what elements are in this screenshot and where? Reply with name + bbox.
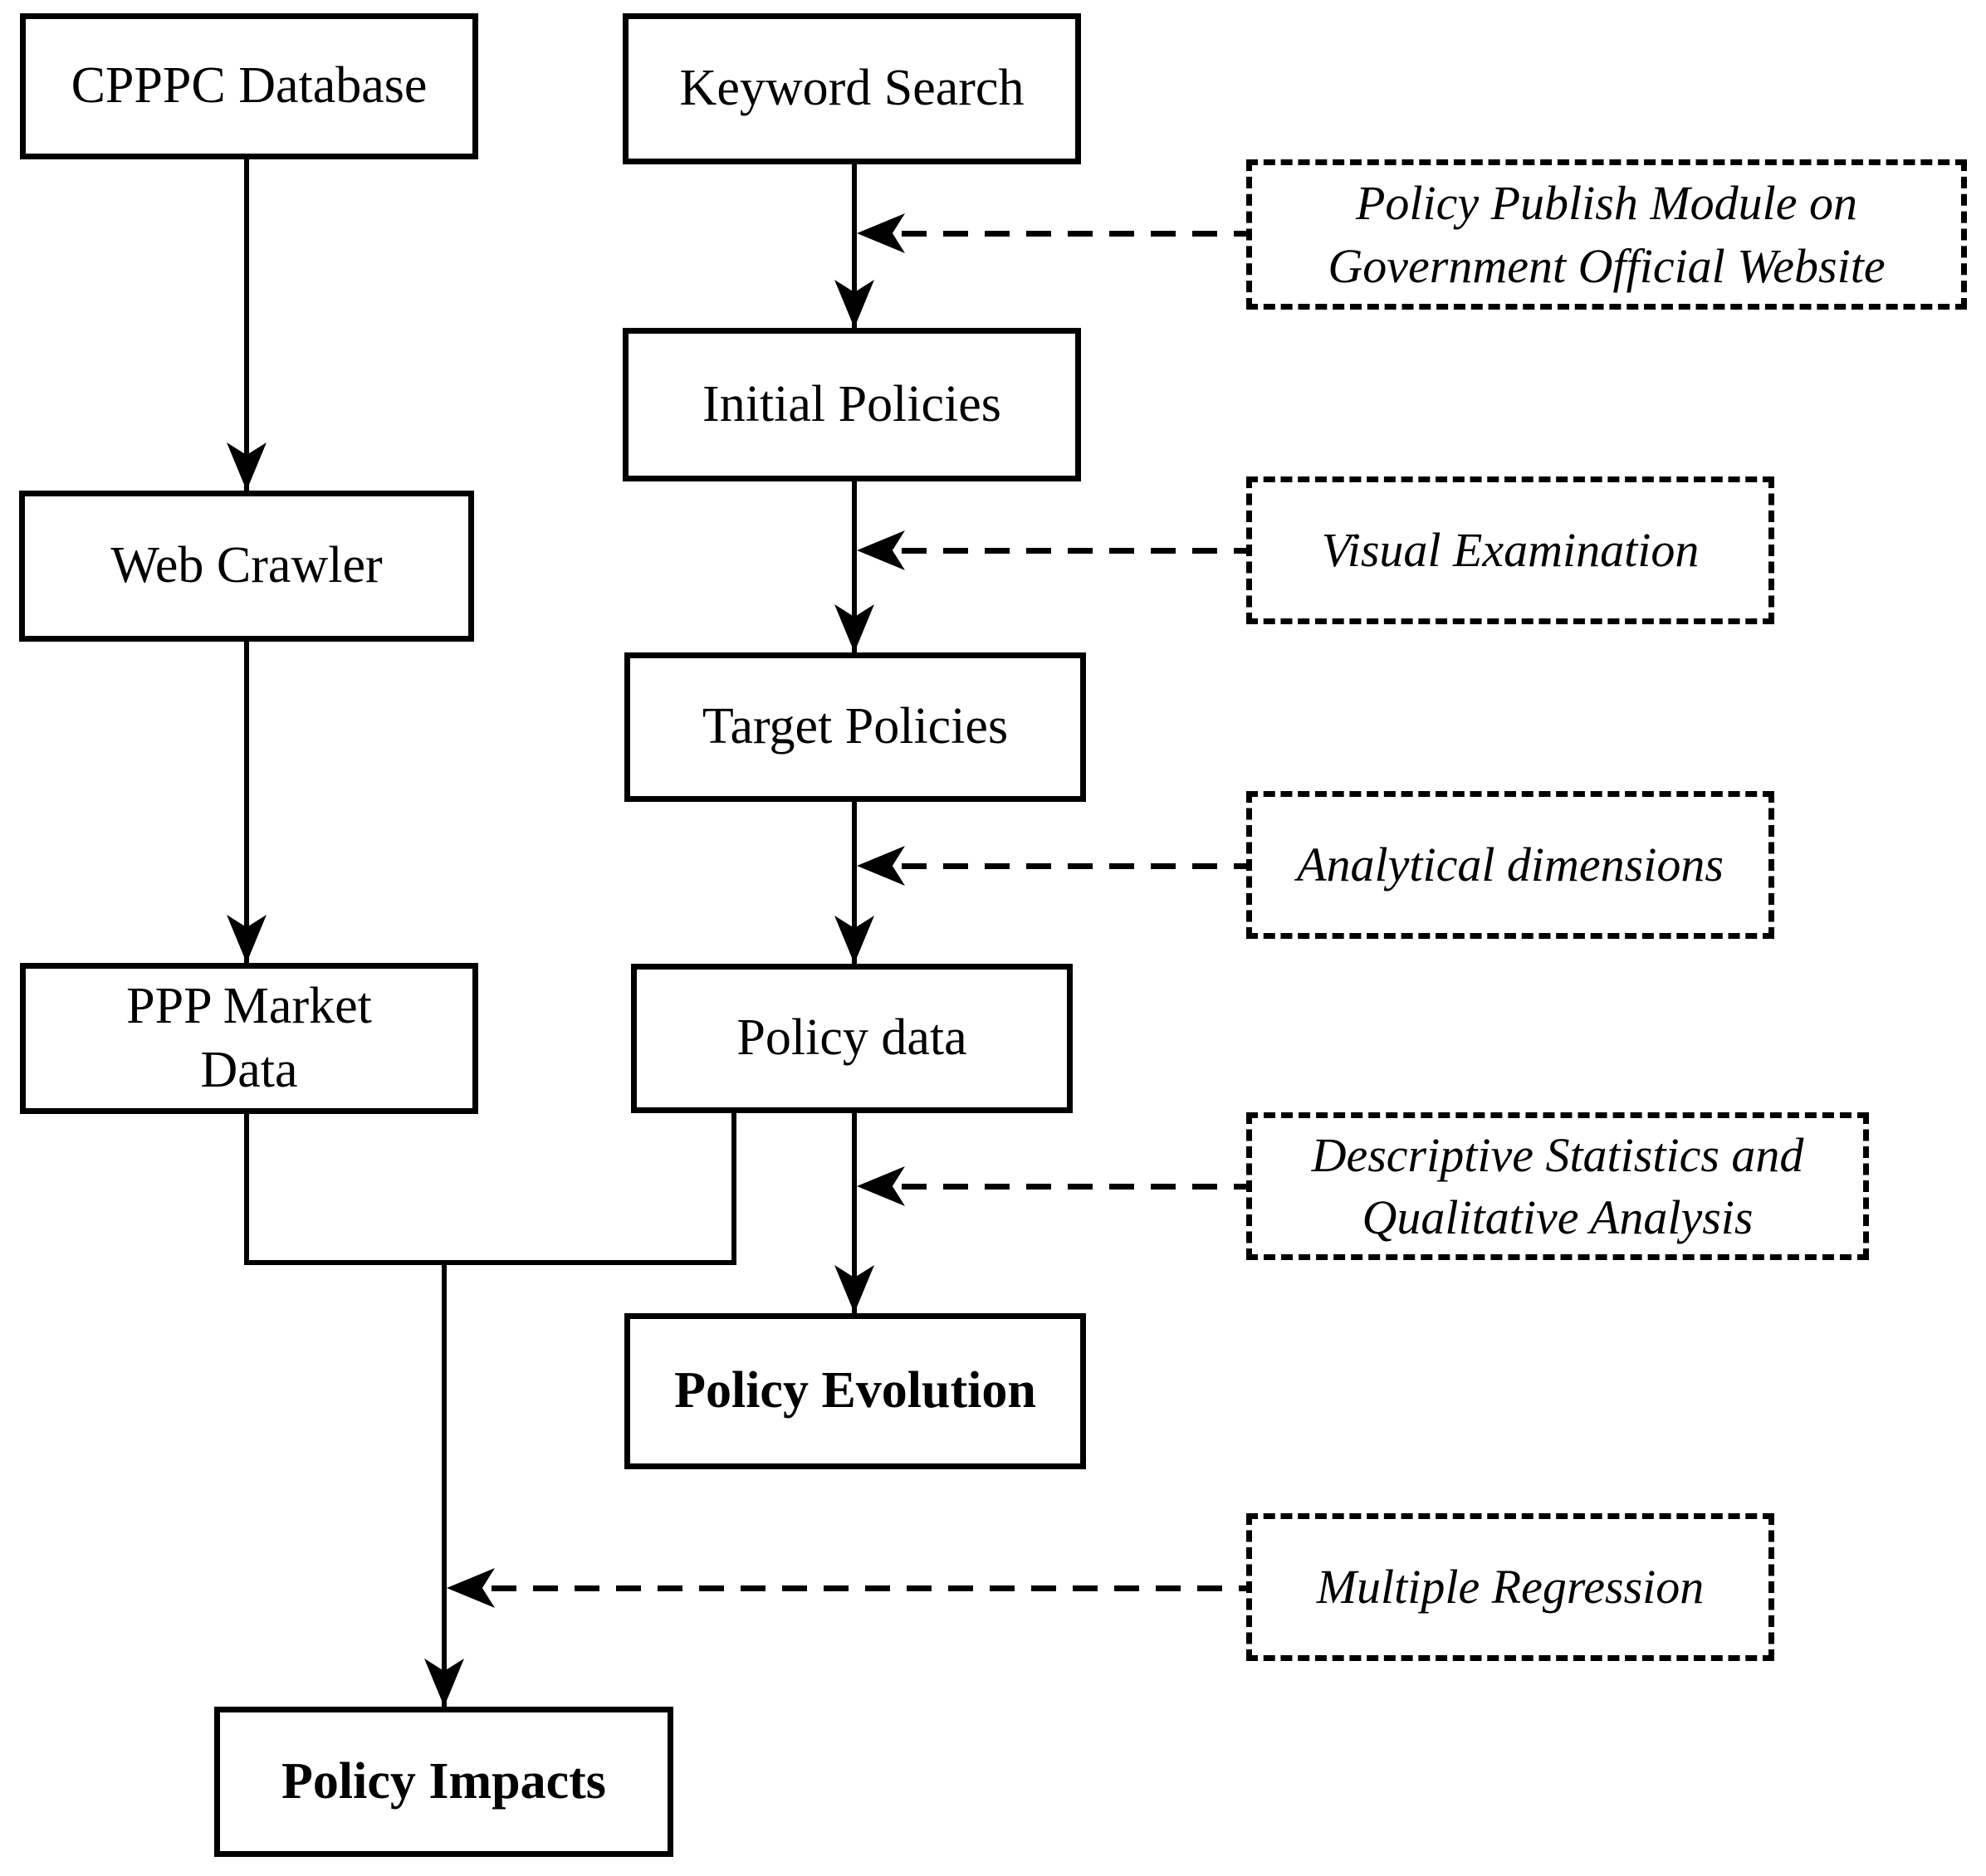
node-policy-evolution-label: Policy Evolution	[674, 1362, 1036, 1419]
node-keyword-search: Keyword Search	[623, 13, 1081, 164]
node-web-crawler-label: Web Crawler	[110, 537, 383, 594]
node-policy-data-label: Policy data	[736, 1009, 967, 1067]
node-initial-policies-label: Initial Policies	[702, 375, 1001, 432]
annotation-descriptive-statistics-label: Descriptive Statistics and Qualitative A…	[1311, 1127, 1804, 1244]
node-keyword-search-label: Keyword Search	[679, 60, 1025, 117]
node-initial-policies: Initial Policies	[623, 328, 1081, 481]
dashed-arrow-analytical-line	[902, 863, 1246, 869]
node-policy-data: Policy data	[631, 964, 1073, 1113]
node-target-policies-label: Target Policies	[702, 698, 1009, 755]
annotation-visual-examination-label: Visual Examination	[1321, 523, 1700, 578]
arrow-webcrawler-to-pppdata-line	[244, 642, 249, 963]
merge-horizontal-line	[244, 1260, 736, 1265]
node-policy-evolution: Policy Evolution	[624, 1313, 1086, 1469]
dashed-arrow-visualexam-line	[902, 548, 1246, 554]
annotation-analytical-dimensions: Analytical dimensions	[1246, 791, 1774, 939]
annotation-policy-publish-module: Policy Publish Module on Government Offi…	[1246, 159, 1967, 310]
node-cpppc-database: CPPPC Database	[20, 13, 478, 159]
arrow-initial-to-target-line	[852, 481, 857, 652]
merge-left-drop-line	[244, 1114, 249, 1265]
annotation-multiple-regression-label: Multiple Regression	[1316, 1560, 1705, 1615]
dashed-arrow-analytical-head-icon	[857, 846, 905, 886]
node-policy-impacts: Policy Impacts	[214, 1707, 673, 1857]
node-web-crawler: Web Crawler	[19, 491, 474, 642]
annotation-visual-examination: Visual Examination	[1246, 476, 1774, 624]
dashed-arrow-descriptive-head-icon	[857, 1166, 905, 1206]
arrow-cpppc-to-webcrawler-line	[244, 159, 249, 491]
node-cpppc-database-label: CPPPC Database	[71, 57, 428, 115]
dashed-arrow-policypublish-line	[902, 231, 1246, 237]
annotation-descriptive-statistics: Descriptive Statistics and Qualitative A…	[1246, 1112, 1869, 1260]
annotation-policy-publish-module-label: Policy Publish Module on Government Offi…	[1328, 176, 1886, 293]
arrow-keyword-to-initial-line	[852, 164, 857, 328]
node-target-policies: Target Policies	[624, 652, 1086, 802]
node-ppp-market-data: PPP Market Data	[20, 963, 478, 1114]
arrow-merge-to-impacts-line	[442, 1260, 447, 1707]
dashed-arrow-regression-line	[492, 1585, 1246, 1591]
arrow-policydata-to-evolution-line	[852, 1113, 857, 1313]
dashed-arrow-visualexam-head-icon	[857, 530, 905, 570]
arrow-target-to-policydata-line	[852, 802, 857, 964]
node-ppp-market-data-label: PPP Market Data	[126, 977, 372, 1099]
dashed-arrow-policypublish-head-icon	[857, 213, 905, 253]
node-policy-impacts-label: Policy Impacts	[281, 1752, 606, 1810]
dashed-arrow-regression-head-icon	[447, 1568, 495, 1608]
annotation-multiple-regression: Multiple Regression	[1246, 1513, 1774, 1661]
merge-right-drop-line	[731, 1113, 736, 1265]
dashed-arrow-descriptive-line	[902, 1184, 1246, 1190]
annotation-analytical-dimensions-label: Analytical dimensions	[1297, 838, 1724, 892]
